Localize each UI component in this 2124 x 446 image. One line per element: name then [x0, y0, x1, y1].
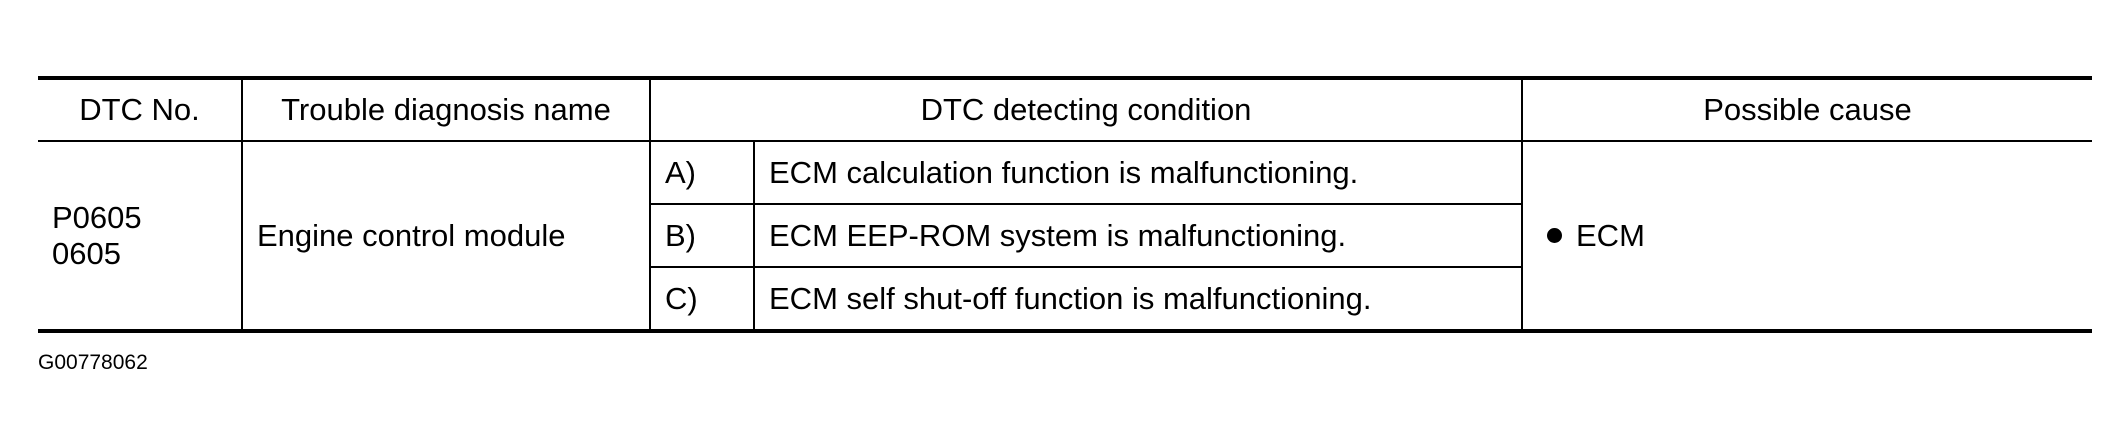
header-dtc-no: DTC No.: [38, 78, 242, 142]
dtc-number-cell: P0605 0605: [52, 199, 142, 271]
condition-text-a: ECM calculation function is malfunctioni…: [753, 141, 1522, 205]
figure-id: G00778062: [38, 351, 148, 374]
possible-cause-text: ECM: [1576, 217, 1645, 253]
possible-cause-cell: ECM: [1521, 141, 2092, 331]
condition-label-a: A): [649, 141, 754, 205]
dtc-table: DTC No. Trouble diagnosis name DTC detec…: [38, 76, 2092, 333]
diagnosis-name-cell: Engine control module: [241, 141, 650, 331]
condition-text-b: ECM EEP-ROM system is malfunctioning.: [753, 204, 1522, 268]
header-diagnosis-name: Trouble diagnosis name: [241, 78, 650, 142]
header-detecting-condition: DTC detecting condition: [649, 78, 1522, 142]
condition-text-c: ECM self shut-off function is malfunctio…: [753, 267, 1522, 331]
bullet-icon: [1547, 227, 1562, 243]
condition-label-c: C): [649, 267, 754, 331]
table-row: C) ECM self shut-off function is malfunc…: [38, 267, 2092, 331]
condition-label-b: B): [649, 204, 754, 268]
table-row: B) ECM EEP-ROM system is malfunctioning.: [38, 204, 2092, 268]
table-row: P0605 0605 Engine control module A) ECM …: [38, 141, 2092, 331]
header-possible-cause: Possible cause: [1521, 78, 2092, 142]
table-header-row: DTC No. Trouble diagnosis name DTC detec…: [38, 78, 2092, 142]
